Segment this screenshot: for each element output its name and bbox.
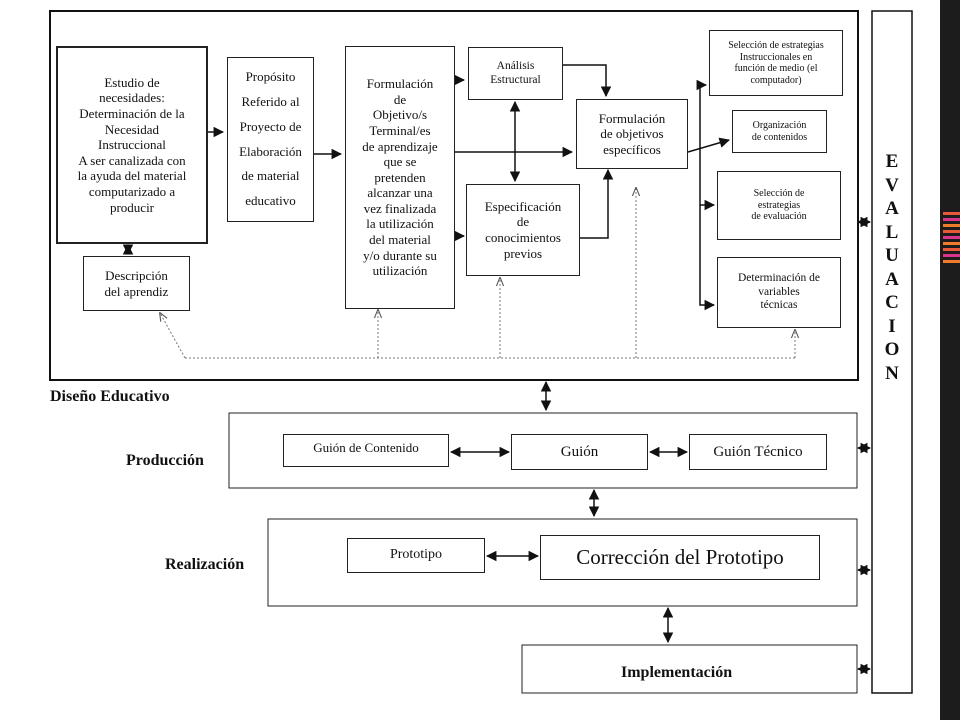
organizacion-contenidos-box: Organización de contenidos — [732, 110, 827, 153]
prototipo-box: Prototipo — [347, 538, 485, 573]
diseno-educativo-label: Diseño Educativo — [50, 388, 170, 405]
seleccion-estrategias-evaluacion-box: Selección de estrategias de evaluación — [717, 171, 841, 240]
evaluacion-letter: A — [885, 268, 899, 290]
arrow-especificos-organizacion — [687, 137, 731, 153]
arrow-analisis-especificos — [563, 64, 612, 98]
arrow-branch-lower — [699, 150, 716, 311]
evaluacion-letter: N — [885, 362, 899, 384]
formulacion-especificos-box: Formulación de objetivos específicos — [576, 99, 688, 169]
evaluacion-letter: I — [888, 315, 896, 337]
diseno-educativo-frame — [49, 10, 859, 381]
implementacion-label: Implementación — [621, 664, 733, 681]
evaluacion-letter: O — [884, 339, 900, 360]
evaluacion-letter: V — [885, 174, 899, 196]
accent-stripe — [943, 218, 960, 221]
realizacion-label: Realización — [165, 556, 245, 573]
especificacion-conocimientos-box: Especificación de conocimientos previos — [466, 184, 580, 276]
evaluacion-letter: U — [885, 245, 899, 266]
accent-stripe — [943, 260, 960, 263]
proposito-box: Propósito Referido al Proyecto de Elabor… — [227, 57, 314, 222]
determinacion-variables-box: Determinación de variables técnicas — [717, 257, 841, 328]
evaluacion-column: E V A L U A C I O N — [880, 150, 904, 385]
evaluacion-letter: A — [885, 198, 899, 219]
arrow-branch-main — [696, 79, 708, 150]
accent-stripe — [943, 242, 960, 245]
correccion-prototipo-box: Corrección del Prototipo — [540, 535, 820, 580]
descripcion-aprendiz-box: Descripción del aprendiz — [83, 256, 190, 311]
feedback-to-descripcion — [160, 313, 186, 359]
arrow-especificacion-especificos — [580, 168, 614, 239]
accent-stripe — [943, 224, 960, 227]
guion-box: Guión — [511, 434, 648, 470]
accent-stripe — [943, 236, 960, 239]
accent-stripe — [943, 248, 960, 251]
evaluacion-frame — [871, 10, 913, 694]
estudio-necesidades-box: Estudio de necesidades: Determinación de… — [56, 46, 208, 244]
guion-contenido-box: Guión de Contenido — [283, 434, 449, 467]
realizacion-frame — [267, 518, 858, 607]
accent-stripe — [943, 254, 960, 257]
formulacion-objetivos-box: Formulación de Objetivo/s Terminal/es de… — [345, 46, 455, 309]
evaluacion-letter: L — [885, 221, 899, 243]
produccion-label: Producción — [126, 452, 204, 469]
accent-stripe — [943, 212, 960, 215]
analisis-estructural-box: Análisis Estructural — [468, 47, 563, 100]
seleccion-estrategias-instruccionales-box: Selección de estrategias Instruccionales… — [709, 30, 843, 96]
evaluacion-letter: C — [885, 292, 899, 313]
slide-side-bar — [940, 0, 960, 720]
guion-tecnico-box: Guión Técnico — [689, 434, 827, 470]
accent-stripe — [943, 230, 960, 233]
evaluacion-letter: E — [885, 151, 899, 172]
